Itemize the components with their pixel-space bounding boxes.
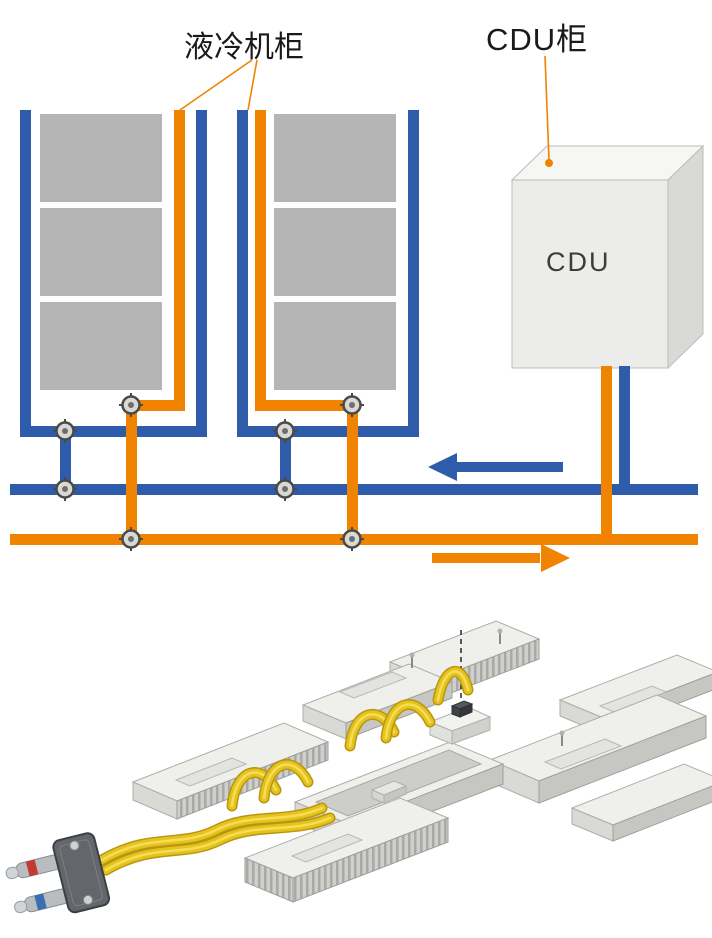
valve [271,417,299,445]
pipe-segment [237,426,419,437]
valve [338,391,366,419]
server-panel [274,114,396,202]
connector-plate [52,832,111,914]
module-face [612,785,712,842]
arrow-head [428,453,457,481]
arrow-shaft [432,553,540,563]
cdu-box [510,144,705,370]
cdu-cabinet-label: CDU柜 [486,22,589,57]
pipe-segment [280,426,291,495]
pin [497,628,503,634]
pin [409,652,415,658]
pipe-segment [174,110,185,411]
valves [51,391,366,553]
valve [338,525,366,553]
server-module [570,763,712,842]
supply-flow-arrow [428,453,563,481]
block-face [383,785,407,804]
coolant-tube [264,765,308,798]
module-slot [338,671,408,699]
module-face [292,817,449,903]
cabinet-server-panels [40,114,396,390]
server-panel [274,302,396,390]
pipe-segment [237,110,248,437]
mount-face [451,716,491,745]
cdu-callout-line [544,55,553,167]
valve [117,525,145,553]
valve [117,391,145,419]
pipe-segment [601,366,612,545]
piping-schematic [10,55,705,572]
server-panel [40,208,162,296]
pipe-segment [126,400,185,411]
connector-mount [428,706,492,745]
tray-inner-block [370,780,408,804]
pipe-segment [255,110,266,411]
module-slot [598,685,668,713]
liquid-cabinet-label: 液冷机柜 [184,31,304,64]
valve [51,417,79,445]
pipe-segment [20,426,207,437]
arrow-head [541,544,570,572]
cabinet-callout-lines [179,59,258,111]
module-face [538,715,707,804]
connector-tip [14,900,28,914]
valve [271,475,299,503]
pipe-segment [347,400,358,546]
pin [559,730,565,736]
valve [51,475,79,503]
callout-line [544,55,550,161]
connector-band-red [25,859,39,877]
server-module [243,797,450,903]
pipe-segment [126,400,137,546]
pipe-segment [255,400,358,411]
callout-line [179,59,253,111]
server-board-assembly [5,620,712,914]
connector-screw [69,840,80,851]
cdu-unit-label: CDU [546,247,611,277]
server-panel [274,208,396,296]
module-slot [543,738,623,770]
callout-dot [545,159,553,167]
arrow-shaft [455,462,563,472]
connector-tip [5,866,19,880]
server-panel [40,302,162,390]
pipe-segment [619,366,630,495]
connector-band-blue [34,893,47,911]
pipe-segment [60,426,71,495]
mounting-pins [409,628,565,746]
connector-screw [82,894,93,905]
callout-line [247,59,258,111]
pipe-segment [196,110,207,437]
cdu-box-right-face [667,144,704,370]
server-panel [40,114,162,202]
cdu-box-front-face [511,179,669,369]
plug-face [459,703,473,718]
pipe-segment [408,110,419,437]
return-flow-arrow [432,544,570,572]
quick-connector [5,832,111,914]
server-module [488,694,708,804]
module-slot [174,757,248,787]
module-slot [290,833,364,863]
tube-connector [450,700,474,718]
pipe-segment [20,110,31,437]
